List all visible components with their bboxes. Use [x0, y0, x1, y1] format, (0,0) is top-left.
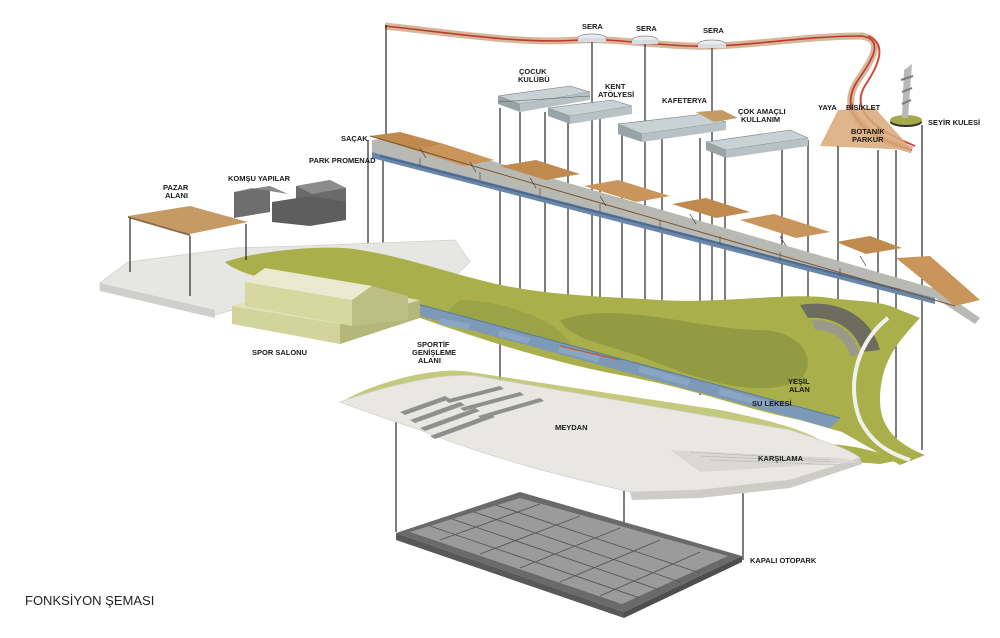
label-cocuk-2: KULÜBÜ — [518, 75, 550, 84]
label-kent-2: ATÖLYESİ — [598, 90, 634, 99]
label-sportif-3: ALANI — [418, 356, 441, 365]
label-yaya: YAYA — [818, 103, 837, 112]
label-kent-1: KENT — [605, 82, 626, 91]
label-sera-1: SERA — [582, 22, 603, 31]
label-botanik-2: PARKUR — [852, 135, 884, 144]
label-komsu-yapilar: KOMŞU YAPILAR — [228, 174, 291, 183]
label-cok-amacli-2: KULLANIM — [741, 115, 780, 124]
park-promenad — [372, 136, 980, 324]
meydan-plaza — [338, 375, 862, 500]
pazar-alani — [128, 206, 248, 296]
label-bisiklet: BİSİKLET — [846, 103, 881, 112]
spor-salonu — [232, 268, 420, 344]
kapali-otopark — [396, 492, 742, 618]
label-kafeterya: KAFETERYA — [662, 96, 707, 105]
label-yesil-1: YEŞİL — [788, 377, 810, 386]
label-pazar-2: ALANI — [165, 191, 188, 200]
label-park-promenad: PARK PROMENAD — [309, 156, 376, 165]
label-seyir-kulesi: SEYİR KULESİ — [928, 118, 980, 127]
seyir-kulesi — [890, 64, 922, 127]
label-sportif-1: SPORTİF — [417, 340, 450, 349]
label-kapali-otopark: KAPALI OTOPARK — [750, 556, 817, 565]
diagram-title: FONKSİYON ŞEMASI — [25, 593, 154, 608]
label-sacak: SAÇAK — [341, 134, 368, 143]
label-botanik-1: BOTANİK — [851, 127, 885, 136]
label-cocuk-1: ÇOCUK — [519, 67, 547, 76]
label-cok-amacli-1: ÇOK AMAÇLI — [738, 107, 786, 116]
sacak-canopy — [369, 132, 980, 307]
labels: SERA SERA SERA ÇOCUK KULÜBÜ KENT ATÖLYES… — [25, 22, 980, 608]
label-karsilama: KARŞILAMA — [758, 454, 804, 463]
water-strip — [398, 301, 841, 428]
label-pazar-1: PAZAR — [163, 183, 189, 192]
label-meydan: MEYDAN — [555, 423, 588, 432]
label-su-lekesi: SU LEKESİ — [752, 399, 792, 408]
top-route-lines — [384, 22, 916, 154]
label-yesil-2: ALAN — [789, 385, 810, 394]
label-sera-3: SERA — [703, 26, 724, 35]
label-sera-2: SERA — [636, 24, 657, 33]
label-sportif-2: GENİŞLEME — [412, 348, 456, 357]
pavilions — [497, 33, 810, 158]
label-spor-salonu: SPOR SALONU — [252, 348, 307, 357]
komsu-yapilar — [234, 180, 346, 226]
